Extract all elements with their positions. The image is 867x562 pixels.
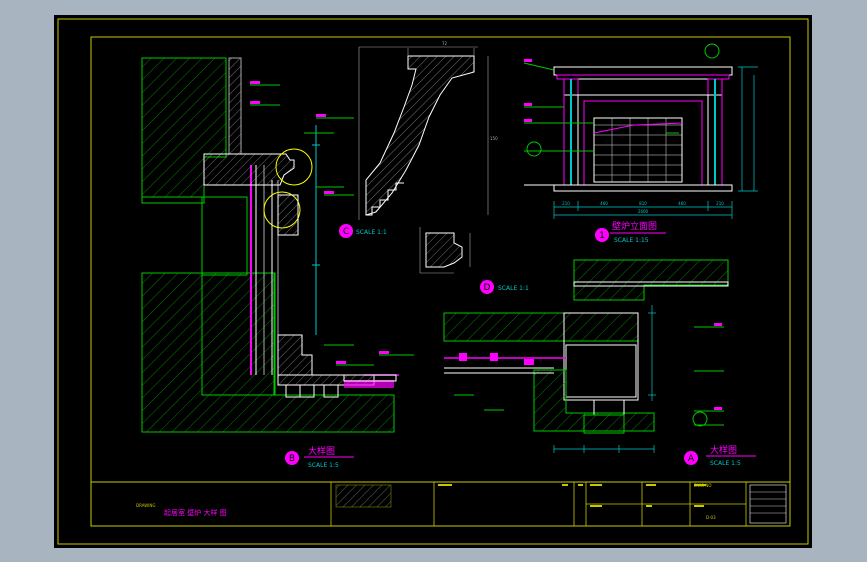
detail-d-drawing [419, 227, 471, 274]
svg-text:SCALE 1:1: SCALE 1:1 [498, 285, 529, 292]
svg-text:210: 210 [716, 201, 724, 206]
detail-c-label: C SCALE 1:1 [339, 224, 387, 238]
svg-text:DRAWING: DRAWING [136, 503, 155, 508]
svg-text:B: B [289, 454, 295, 464]
drawing-sheet: B 大样图 SCALE 1:5 72 150 C SCALE 1:1 D SCA… [54, 15, 812, 548]
svg-text:大样图: 大样图 [710, 444, 737, 456]
svg-text:壁炉立面图: 壁炉立面图 [612, 220, 657, 232]
svg-text:460: 460 [678, 201, 686, 206]
svg-text:A: A [688, 454, 695, 464]
svg-text:SCALE 1:1: SCALE 1:1 [356, 229, 387, 236]
elevation-1-label: 1 壁炉立面图 SCALE 1:15 [595, 220, 666, 244]
svg-text:D: D [484, 283, 491, 293]
detail-c-drawing: 72 150 [358, 41, 498, 220]
detail-b-drawing [141, 57, 414, 433]
drawing-frame [57, 18, 809, 545]
detail-a-drawing [443, 259, 729, 453]
svg-text:72: 72 [442, 41, 448, 46]
svg-text:SCALE 1:15: SCALE 1:15 [614, 237, 649, 244]
svg-text:810: 810 [639, 201, 647, 206]
svg-text:D-03: D-03 [706, 515, 716, 520]
svg-text:C: C [343, 227, 349, 237]
svg-text:大样图: 大样图 [308, 445, 335, 457]
detail-b-label: B 大样图 SCALE 1:5 [285, 445, 354, 469]
elevation-1-drawing [523, 43, 758, 219]
svg-text:2600: 2600 [638, 209, 649, 214]
svg-text:210: 210 [562, 201, 570, 206]
title-block-text: DRAWING 起居室 壁炉 大样 图 DWG NO D-03 [136, 483, 716, 520]
svg-text:1: 1 [599, 231, 605, 241]
svg-text:460: 460 [600, 201, 608, 206]
elevation-1-dimensions: 210 460 810 460 210 2600 [562, 201, 724, 214]
svg-text:SCALE 1:5: SCALE 1:5 [710, 460, 741, 467]
svg-text:150: 150 [490, 136, 498, 141]
detail-d-label: D SCALE 1:1 [480, 280, 529, 294]
svg-text:起居室 壁炉 大样 图: 起居室 壁炉 大样 图 [164, 508, 227, 517]
detail-a-label: A 大样图 SCALE 1:5 [684, 444, 756, 467]
svg-text:SCALE 1:5: SCALE 1:5 [308, 462, 339, 469]
svg-text:DWG NO: DWG NO [694, 483, 712, 488]
title-block [330, 482, 787, 526]
